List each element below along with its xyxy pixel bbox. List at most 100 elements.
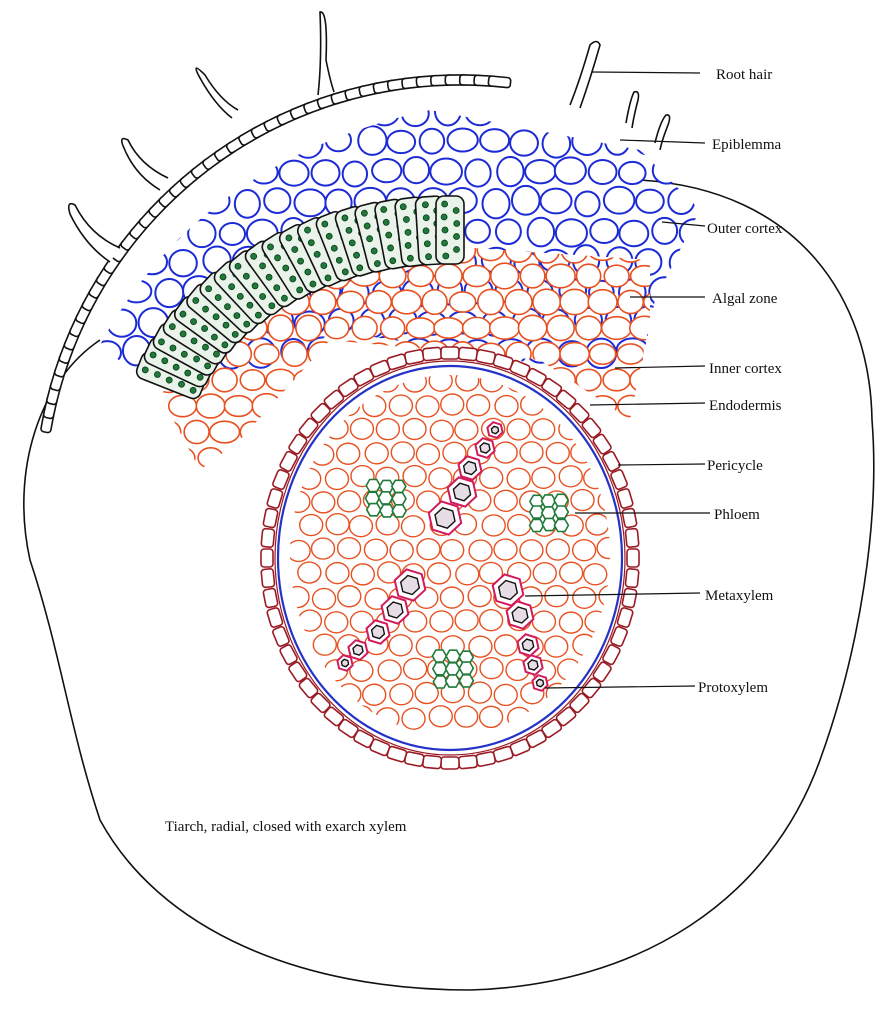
inner-cortex-cell (490, 317, 520, 339)
outer-cortex-cell (420, 129, 445, 154)
inner-cortex-cell (212, 368, 237, 392)
outer-cortex-cell (683, 281, 712, 304)
inner-cortex-cell (618, 395, 644, 416)
outer-cortex-cell (670, 250, 694, 277)
stele-cell (403, 466, 426, 487)
inner-cortex-cell (547, 315, 574, 340)
stele-cell (573, 634, 596, 655)
stele-cell (299, 372, 322, 393)
inner-cortex-cell (184, 420, 209, 443)
stele-cell (494, 490, 517, 511)
stele-cell (558, 659, 581, 680)
outer-cortex-cell (169, 250, 197, 276)
outer-cortex-cell (122, 280, 152, 302)
outer-cortex-cell (358, 126, 386, 155)
outer-cortex-cell (137, 250, 167, 275)
outer-cortex-cell (312, 160, 340, 186)
stele-cell (532, 467, 555, 488)
outer-cortex-cell (666, 309, 698, 332)
stele-cell (533, 563, 556, 584)
stele-cell (571, 490, 594, 511)
stele-cell (390, 540, 413, 561)
endodermis-cell (279, 644, 298, 666)
outer-cortex-cell (343, 341, 368, 365)
stele-cell (455, 706, 478, 727)
inner-cortex-cell (588, 290, 617, 315)
inner-cortex-cell (282, 395, 307, 417)
stele-cell (480, 658, 503, 679)
outer-cortex-cell (649, 277, 680, 307)
endodermis-cell (458, 347, 477, 361)
outer-cortex-cell (650, 340, 680, 362)
inner-cortex-cell (157, 421, 181, 443)
stele-cell (338, 586, 361, 607)
stele-cell (573, 540, 596, 561)
stele-cell (325, 612, 348, 633)
endodermis-cell (263, 508, 278, 528)
endodermis-cell (404, 349, 424, 364)
root-hair (570, 42, 600, 109)
stele-cell (349, 516, 372, 537)
outer-cortex-cell (107, 310, 136, 337)
inner-cortex-cell (224, 396, 252, 417)
stele-cell (468, 586, 491, 607)
outer-cortex-cell (466, 100, 495, 125)
stele-cell (298, 468, 321, 489)
inner-cortex-cell (352, 316, 377, 339)
outer-cortex-cell (188, 220, 215, 247)
inner-cortex-cell (602, 317, 632, 340)
stele-cell (364, 539, 387, 560)
inner-cortex-cell (338, 341, 364, 366)
outer-cortex-cell (153, 220, 182, 243)
outer-cortex-cell (94, 341, 121, 364)
outer-cortex-cell (572, 128, 602, 155)
algal-cell (436, 196, 464, 264)
outer-cortex-cell (510, 130, 538, 155)
stele-cell (456, 564, 479, 585)
stele-cell (586, 706, 609, 727)
outer-cortex-cell (155, 279, 183, 307)
stele-cell (338, 491, 361, 512)
inner-cortex-cell (254, 447, 279, 468)
endodermis-cell (441, 347, 459, 359)
inner-cortex-cell (589, 396, 617, 416)
outer-cortex-cell (682, 158, 709, 182)
stele-cell (560, 562, 583, 583)
stele-cell (389, 395, 412, 416)
stele-cell (311, 444, 334, 465)
stele-cell (430, 611, 453, 632)
label-root-hair: Root hair (716, 67, 772, 83)
outer-cortex-cell (589, 97, 617, 126)
stele-cell (350, 660, 373, 681)
endodermis-cell (622, 508, 637, 528)
outer-cortex-cell (220, 223, 245, 245)
outer-cortex-cell (154, 100, 183, 125)
outer-cortex-cell (185, 100, 214, 123)
stele-cell (312, 492, 335, 513)
outer-cortex-cell (619, 162, 646, 184)
outer-cortex-cell (77, 130, 105, 152)
inner-cortex-cell (296, 315, 321, 340)
outer-cortex-cell (250, 161, 278, 184)
stele-cell (298, 562, 321, 583)
stele-cell (365, 443, 388, 464)
inner-cortex-cell (577, 264, 601, 288)
endodermis-cell (476, 751, 496, 766)
stele-cell (586, 514, 609, 535)
stele-cell (363, 396, 386, 417)
stele-cell (546, 539, 569, 560)
endodermis-cell (261, 569, 275, 588)
stele-cell (429, 706, 452, 727)
outer-cortex-cell (372, 159, 401, 182)
stele-cell (287, 491, 310, 512)
stele-cell (402, 516, 425, 537)
outer-cortex-cell (483, 189, 510, 218)
stele-cell (351, 564, 374, 585)
outer-cortex-cell (447, 128, 477, 151)
inner-cortex-cell (590, 344, 616, 365)
inner-cortex-cell (478, 289, 504, 314)
outer-cortex-cell (497, 157, 523, 186)
outer-cortex-cell (235, 190, 260, 218)
outer-cortex-cell (81, 186, 106, 214)
